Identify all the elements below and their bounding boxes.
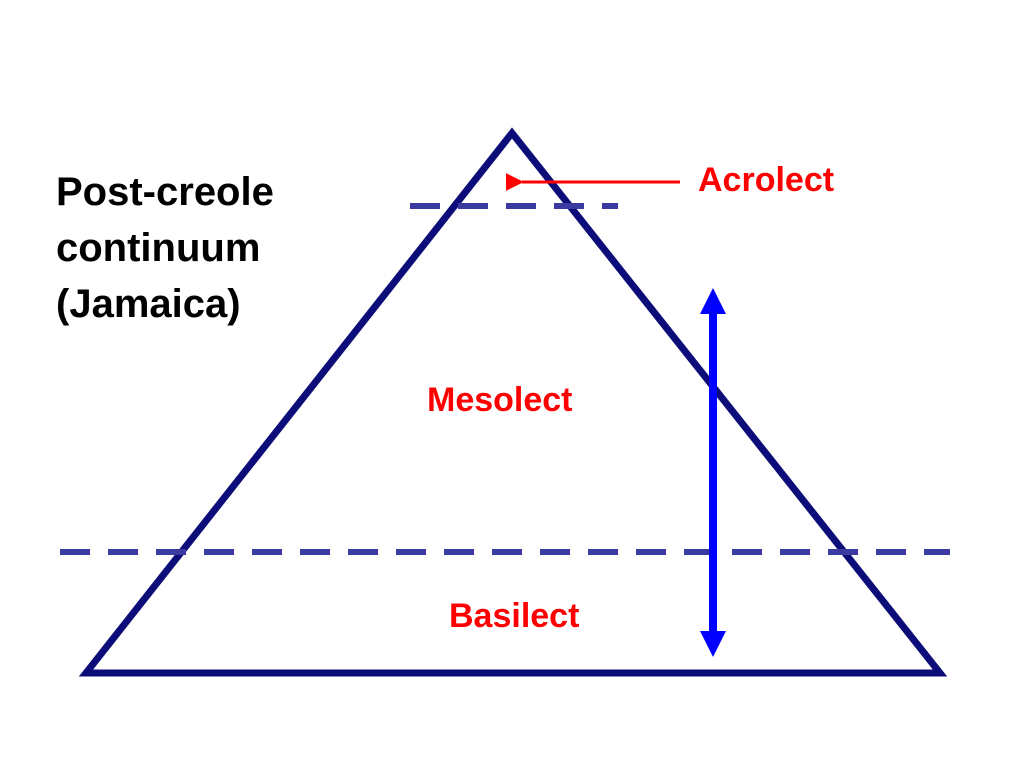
basilect-label: Basilect	[449, 597, 580, 635]
title-line-3: (Jamaica)	[56, 282, 241, 326]
continuum-arrow-down-head	[700, 631, 726, 657]
mesolect-label: Mesolect	[427, 381, 573, 419]
title-line-2: continuum	[56, 226, 261, 270]
continuum-triangle	[78, 127, 948, 677]
continuum-arrow-up-head	[700, 288, 726, 314]
title-line-1: Post-creole	[56, 170, 274, 214]
acrolect-label: Acrolect	[698, 161, 835, 199]
